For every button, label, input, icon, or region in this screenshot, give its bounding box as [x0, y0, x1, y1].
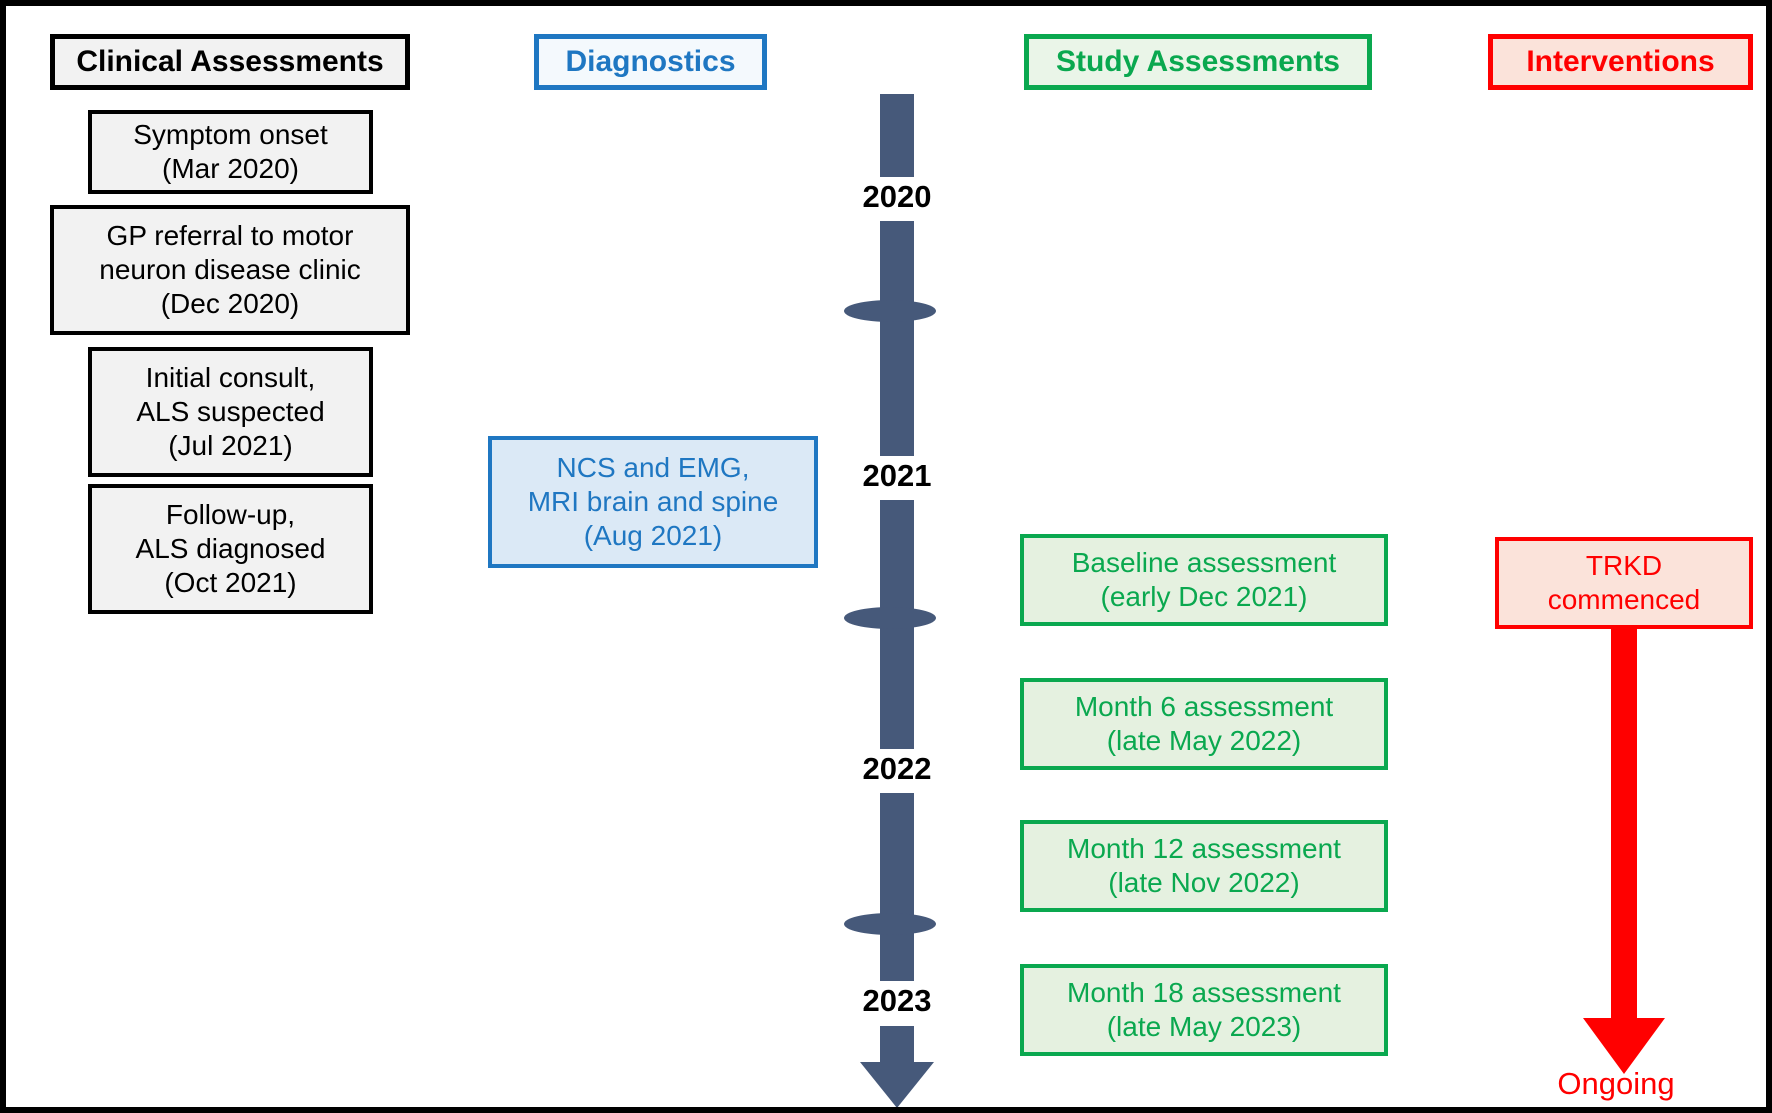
timeline-tick-mid-2021	[844, 607, 936, 629]
timeline-segment-2019-2020	[880, 94, 914, 177]
column-header-diagnostics: Diagnostics	[534, 34, 767, 90]
timeline-year-2022: 2022	[862, 751, 932, 786]
intervention-arrow-shaft	[1611, 629, 1637, 1043]
timeline-segment-2023-end	[880, 1026, 914, 1064]
timeline-tick-mid-2020	[844, 300, 936, 322]
intervention-item-trkd-commenced: TRKD commenced	[1495, 537, 1753, 629]
timeline-arrow-head-icon	[860, 1062, 934, 1107]
clinical-item-gp-referral: GP referral to motor neuron disease clin…	[50, 205, 410, 335]
study-item-baseline-assessment: Baseline assessment (early Dec 2021)	[1020, 534, 1388, 626]
column-header-clinical-assessments: Clinical Assessments	[50, 34, 410, 90]
study-item-month-6-assessment: Month 6 assessment (late May 2022)	[1020, 678, 1388, 770]
column-header-study-assessments: Study Assessments	[1024, 34, 1372, 90]
timeline-year-2021: 2021	[862, 458, 932, 493]
intervention-arrow-end-label: Ongoing	[1557, 1066, 1675, 1101]
clinical-item-follow-up: Follow-up, ALS diagnosed (Oct 2021)	[88, 484, 373, 614]
timeline-year-2020: 2020	[862, 179, 932, 214]
timeline-segment-2020-2021	[880, 221, 914, 456]
timeline-segment-2022-2023	[880, 793, 914, 981]
timeline-year-2023: 2023	[862, 983, 932, 1018]
clinical-item-symptom-onset: Symptom onset (Mar 2020)	[88, 110, 373, 194]
timeline-tick-mid-2022	[844, 913, 936, 935]
diagnostics-item-ncs-emg-mri: NCS and EMG, MRI brain and spine (Aug 20…	[488, 436, 818, 568]
study-item-month-18-assessment: Month 18 assessment (late May 2023)	[1020, 964, 1388, 1056]
intervention-arrow-head-icon	[1583, 1018, 1665, 1074]
study-item-month-12-assessment: Month 12 assessment (late Nov 2022)	[1020, 820, 1388, 912]
column-header-interventions: Interventions	[1488, 34, 1753, 90]
clinical-item-initial-consult: Initial consult, ALS suspected (Jul 2021…	[88, 347, 373, 477]
